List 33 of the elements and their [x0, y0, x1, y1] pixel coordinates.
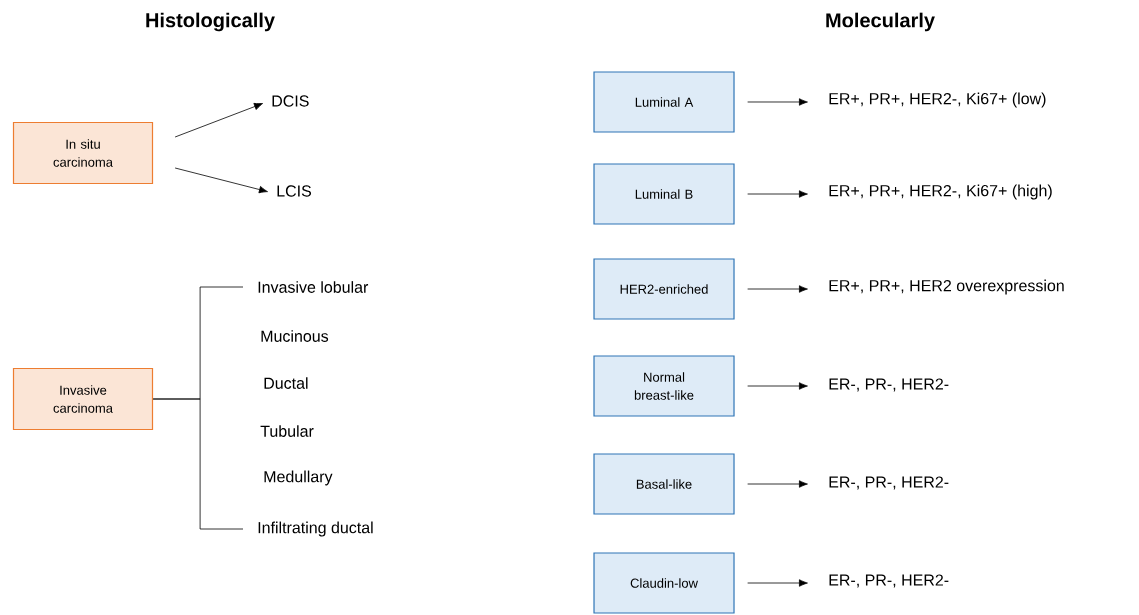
category-box: In situ carcinoma — [12, 121, 154, 185]
subtype-box: Claudin-low — [593, 552, 735, 614]
arrow — [747, 285, 808, 293]
marker-text: ER+, PR+, HER2-, Ki67+ (low) — [829, 92, 1046, 108]
subtype-box: HER2-enriched — [593, 258, 735, 320]
marker-text: ER-, PR-, HER2- — [829, 476, 949, 490]
subtype-box: Normal breast-like — [593, 355, 735, 417]
arrow — [747, 480, 808, 488]
heading: Molecularly — [826, 12, 935, 32]
marker-text: ER-, PR-, HER2- — [829, 378, 949, 392]
marker-text: ER+, PR+, HER2-, Ki67+ (high) — [829, 184, 1052, 200]
subtype-box: Luminal A — [593, 71, 735, 133]
subtype-text: Ductal — [264, 377, 308, 389]
arrow — [747, 579, 808, 587]
arrow — [174, 167, 268, 194]
subtype-text: Infiltrating ductal — [258, 521, 373, 537]
arrow — [174, 102, 263, 138]
arrow — [747, 98, 808, 106]
marker-text: ER+, PR+, HER2 overexpression — [829, 279, 1064, 295]
bracket-line — [152, 398, 244, 530]
subtype-box: Basal-like — [593, 453, 735, 515]
subtype-box: Luminal B — [593, 163, 735, 225]
heading: Histologically — [146, 12, 275, 32]
subtype-text: DCIS — [272, 95, 309, 107]
arrow — [747, 190, 808, 198]
subtype-text: LCIS — [277, 185, 312, 197]
subtype-text: Tubular — [260, 425, 314, 437]
subtype-text: Invasive lobular — [258, 281, 369, 293]
category-box: Invasive carcinoma — [12, 367, 154, 431]
marker-text: ER-, PR-, HER2- — [829, 574, 949, 588]
arrow — [747, 382, 808, 390]
subtype-text: Medullary — [264, 470, 333, 486]
subtype-text: Mucinous — [261, 330, 329, 342]
